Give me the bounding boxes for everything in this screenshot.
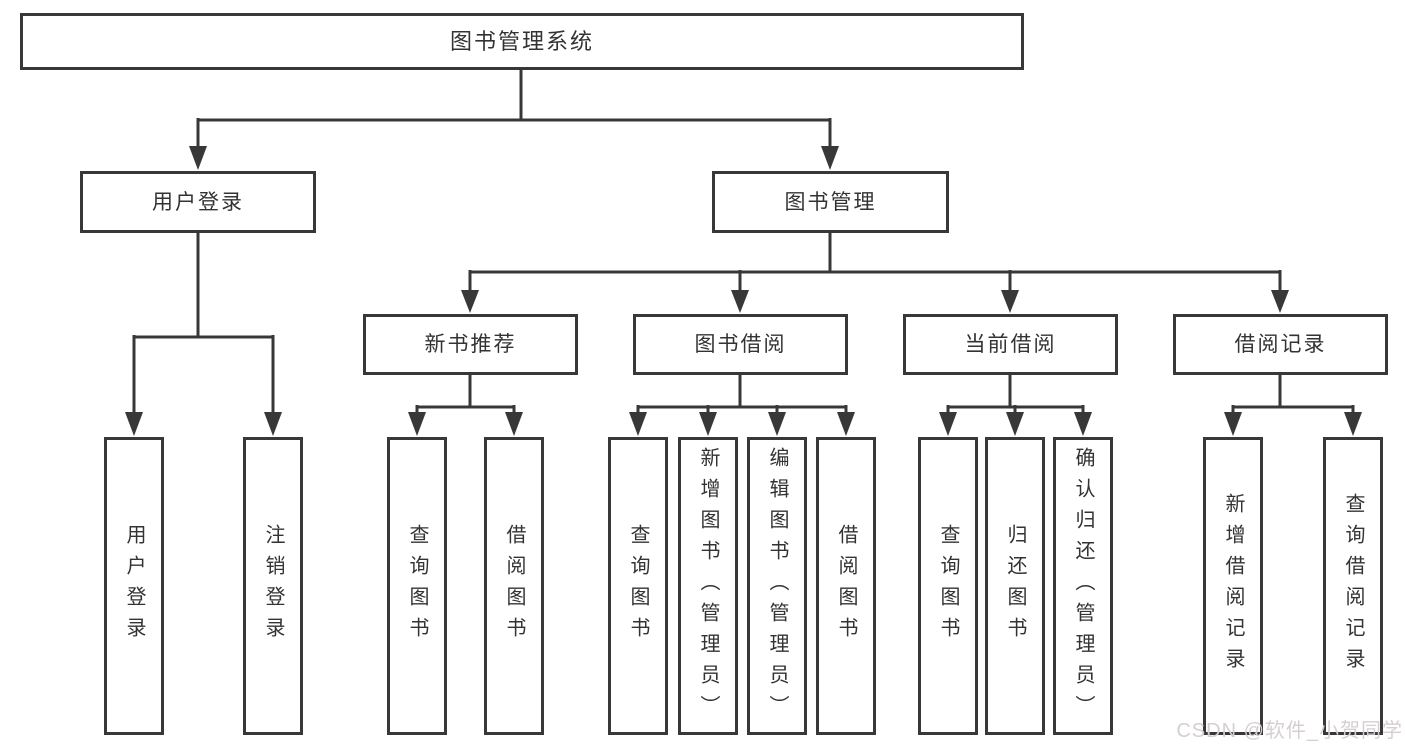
leaf-user-login: 用户登录 (104, 437, 164, 735)
node-user-login-label: 用户登录 (152, 190, 244, 214)
leaf-borrow-books-recommend: 借阅图书 (484, 437, 544, 735)
node-library-system: 图书管理系统 (20, 13, 1024, 70)
leaf-query-books-recommend: 查询图书 (387, 437, 447, 735)
connector-book-management-to-level3 (468, 233, 1282, 292)
leaf-add-borrow-record: 新增借阅记录 (1203, 437, 1263, 735)
arrowheads-user-login-group (125, 412, 282, 436)
leaf-query-borrow-record: 查询借阅记录 (1323, 437, 1383, 735)
leaf-query-books-borrowing-label: 查询图书 (627, 524, 649, 648)
leaf-query-books-current: 查询图书 (918, 437, 978, 735)
leaf-borrow-books-recommend-label: 借阅图书 (503, 524, 525, 648)
node-current-borrowing: 当前借阅 (903, 314, 1118, 375)
node-book-management-label: 图书管理 (784, 190, 877, 214)
arrowheads-level2 (189, 146, 839, 170)
arrowheads-current-group (939, 412, 1092, 436)
leaf-query-books-borrowing: 查询图书 (608, 437, 668, 735)
leaf-borrow-books-borrowing: 借阅图书 (816, 437, 876, 735)
arrowheads-recommend-group (408, 412, 523, 436)
leaf-confirm-return-admin-label: 确认归还（管理员） (1072, 446, 1094, 726)
leaf-query-books-recommend-label: 查询图书 (406, 524, 428, 648)
leaf-add-borrow-record-label: 新增借阅记录 (1222, 493, 1244, 679)
leaf-confirm-return-admin: 确认归还（管理员） (1053, 437, 1113, 735)
leaf-borrow-books-borrowing-label: 借阅图书 (835, 524, 857, 648)
leaf-return-books: 归还图书 (985, 437, 1045, 735)
leaf-add-book-admin: 新增图书（管理员） (678, 437, 738, 735)
leaf-logout-label: 注销登录 (262, 524, 284, 648)
node-book-borrowing: 图书借阅 (633, 314, 848, 375)
node-borrowing-records: 借阅记录 (1173, 314, 1388, 375)
node-borrowing-records-label: 借阅记录 (1234, 333, 1327, 356)
node-book-management: 图书管理 (712, 171, 949, 233)
leaf-query-books-current-label: 查询图书 (937, 524, 959, 648)
arrowheads-level3 (461, 290, 1289, 313)
node-new-book-recommendation-label: 新书推荐 (424, 333, 517, 356)
arrowheads-borrowing-group (629, 412, 855, 436)
node-new-book-recommendation: 新书推荐 (363, 314, 578, 375)
node-library-system-label: 图书管理系统 (449, 28, 594, 54)
leaf-query-borrow-record-label: 查询借阅记录 (1342, 493, 1364, 679)
arrowheads-records-group (1224, 412, 1362, 436)
leaf-user-login-label: 用户登录 (123, 524, 145, 648)
connector-current-group (946, 375, 1085, 414)
connector-borrowing-group (636, 375, 848, 414)
leaf-edit-book-admin: 编辑图书（管理员） (747, 437, 807, 735)
leaf-edit-book-admin-label: 编辑图书（管理员） (766, 446, 788, 726)
connector-user-login-group (132, 233, 275, 414)
node-user-login: 用户登录 (80, 171, 316, 233)
connector-recommend-group (415, 375, 516, 414)
node-current-borrowing-label: 当前借阅 (964, 333, 1057, 356)
leaf-return-books-label: 归还图书 (1004, 524, 1026, 648)
csdn-watermark: CSDN @软件_小贺同学 (1176, 720, 1403, 742)
node-book-borrowing-label: 图书借阅 (694, 333, 787, 356)
leaf-add-book-admin-label: 新增图书（管理员） (697, 446, 719, 726)
connector-root-to-level2 (196, 70, 832, 150)
leaf-logout: 注销登录 (243, 437, 303, 735)
connector-records-group (1231, 375, 1355, 414)
